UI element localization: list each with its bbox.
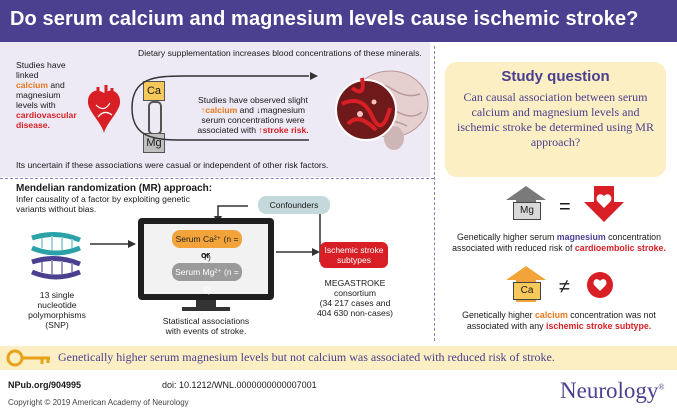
not-equals-sign: ≠ [559,276,570,298]
copyright-text: Copyright © 2019 American Academy of Neu… [8,398,189,407]
logo-mark: ® [658,382,665,392]
megastroke-line-3: (34 217 cases and [319,298,391,308]
ca-result-3: concentration was not [570,310,656,320]
result-mg-symbol: Mg [513,202,541,220]
serum-magnesium-pill: Serum Mg²⁺ (n = 6) [172,263,242,295]
calcium-box: Ca [143,81,165,101]
outcome-pill: Ischemic stroke subtypes [320,242,388,268]
study-question-title: Study question [501,68,610,85]
dna-illustration [31,232,81,280]
linked-magnesium: magnesium [16,90,61,100]
observed-stroke-risk: ↑stroke risk. [258,125,309,135]
stat-text: Statistical associations with events of … [148,316,264,336]
neurology-logo: Neurology® [560,378,664,404]
header-bar: Do serum calcium and magnesium levels ca… [0,0,677,42]
brain-illustration [335,70,429,150]
or-label: or [201,250,210,260]
conclusion-text: Genetically higher serum magnesium level… [58,350,555,364]
observed-text: Studies have observed slight ↑calcium an… [178,95,328,135]
divider-vertical [434,46,435,341]
snp-text: 13 single nucleotide polymorphisms (SNP) [24,290,90,330]
snp-line-4: (SNP) [45,320,69,330]
linked-text-1: Studies have linked [16,60,66,80]
observed-line-3: serum concentrations were [201,115,305,125]
linked-text: Studies have linked calcium and magnesiu… [16,60,77,130]
magnesium-label: Mg [146,137,162,149]
study-question-body: Can causal association between serum cal… [457,90,654,149]
uncertain-text: Its uncertain if these associations were… [16,160,329,170]
doi-text: doi: 10.1212/WNL.0000000000007001 [162,380,317,390]
key-icon [6,349,50,367]
result-ca-symbol: Ca [513,282,541,300]
npub-link[interactable]: NPub.org/904995 [8,380,82,390]
mr-title: Mendelian randomization (MR) approach: [16,183,213,194]
equals-sign: = [559,196,571,218]
dietary-text: Dietary supplementation increases blood … [138,48,422,58]
mg-result-5: cardioembolic stroke. [574,243,666,253]
mg-result-2: magnesium [556,232,606,242]
ca-result-text: Genetically higher calcium concentration… [452,310,666,332]
confounders-pill: Confounders [258,196,330,214]
mg-result-text: Genetically higher serum magnesium conce… [452,232,666,254]
snp-line-1: 13 single [39,290,75,300]
ca-result-1: Genetically higher [462,310,533,320]
mg-result-4: associated with reduced risk of [452,243,573,253]
linked-levels: levels with [16,100,56,110]
page-title: Do serum calcium and magnesium levels ca… [10,8,639,30]
down-arrow-heart-icon [584,186,624,222]
heart-circle-icon [587,272,613,298]
megastroke-line-4: 404 630 non-cases) [317,308,393,318]
snp-line-2: nucleotide [37,300,77,310]
observed-line-4: associated with [197,125,257,135]
monitor-stand [196,300,216,308]
mg-result-1: Genetically higher serum [457,232,555,242]
conclusion-banner: Genetically higher serum magnesium level… [0,346,677,370]
ca-result-2: calcium [535,310,568,320]
megastroke-text: MEGASTROKE consortium (34 217 cases and … [312,278,398,318]
stat-line-2: with events of stroke. [165,326,247,336]
observed-magnesium: and ↓magnesium [239,105,306,115]
ca-result-5: ischemic stroke subtype. [546,321,652,331]
linked-cvd: cardiovascular disease. [16,110,77,130]
monitor-base [182,307,230,311]
linked-and: and [50,80,65,90]
ca-result-4: associated with any [466,321,544,331]
stat-line-1: Statistical associations [162,316,250,326]
mg-result-3: concentration [608,232,661,242]
study-question-box: Study question Can causal association be… [445,62,666,177]
calcium-label: Ca [146,85,162,97]
megastroke-line-1: MEGASTROKE [324,278,386,288]
logo-text: Neurology [560,378,659,403]
divider-horizontal [0,178,434,179]
megastroke-line-2: consortium [333,288,377,298]
mr-description: Infer causality of a factor by exploitin… [16,194,190,214]
snp-line-3: polymorphisms [28,310,86,320]
cycle-arrows [131,72,318,141]
serum-calcium-pill: Serum Ca²⁺ (n = 7) [172,230,242,262]
observed-line-1: Studies have observed slight [198,95,308,105]
heart-illustration [87,85,121,133]
linked-calcium: calcium [16,80,49,90]
observed-calcium: ↑calcium [200,105,238,115]
